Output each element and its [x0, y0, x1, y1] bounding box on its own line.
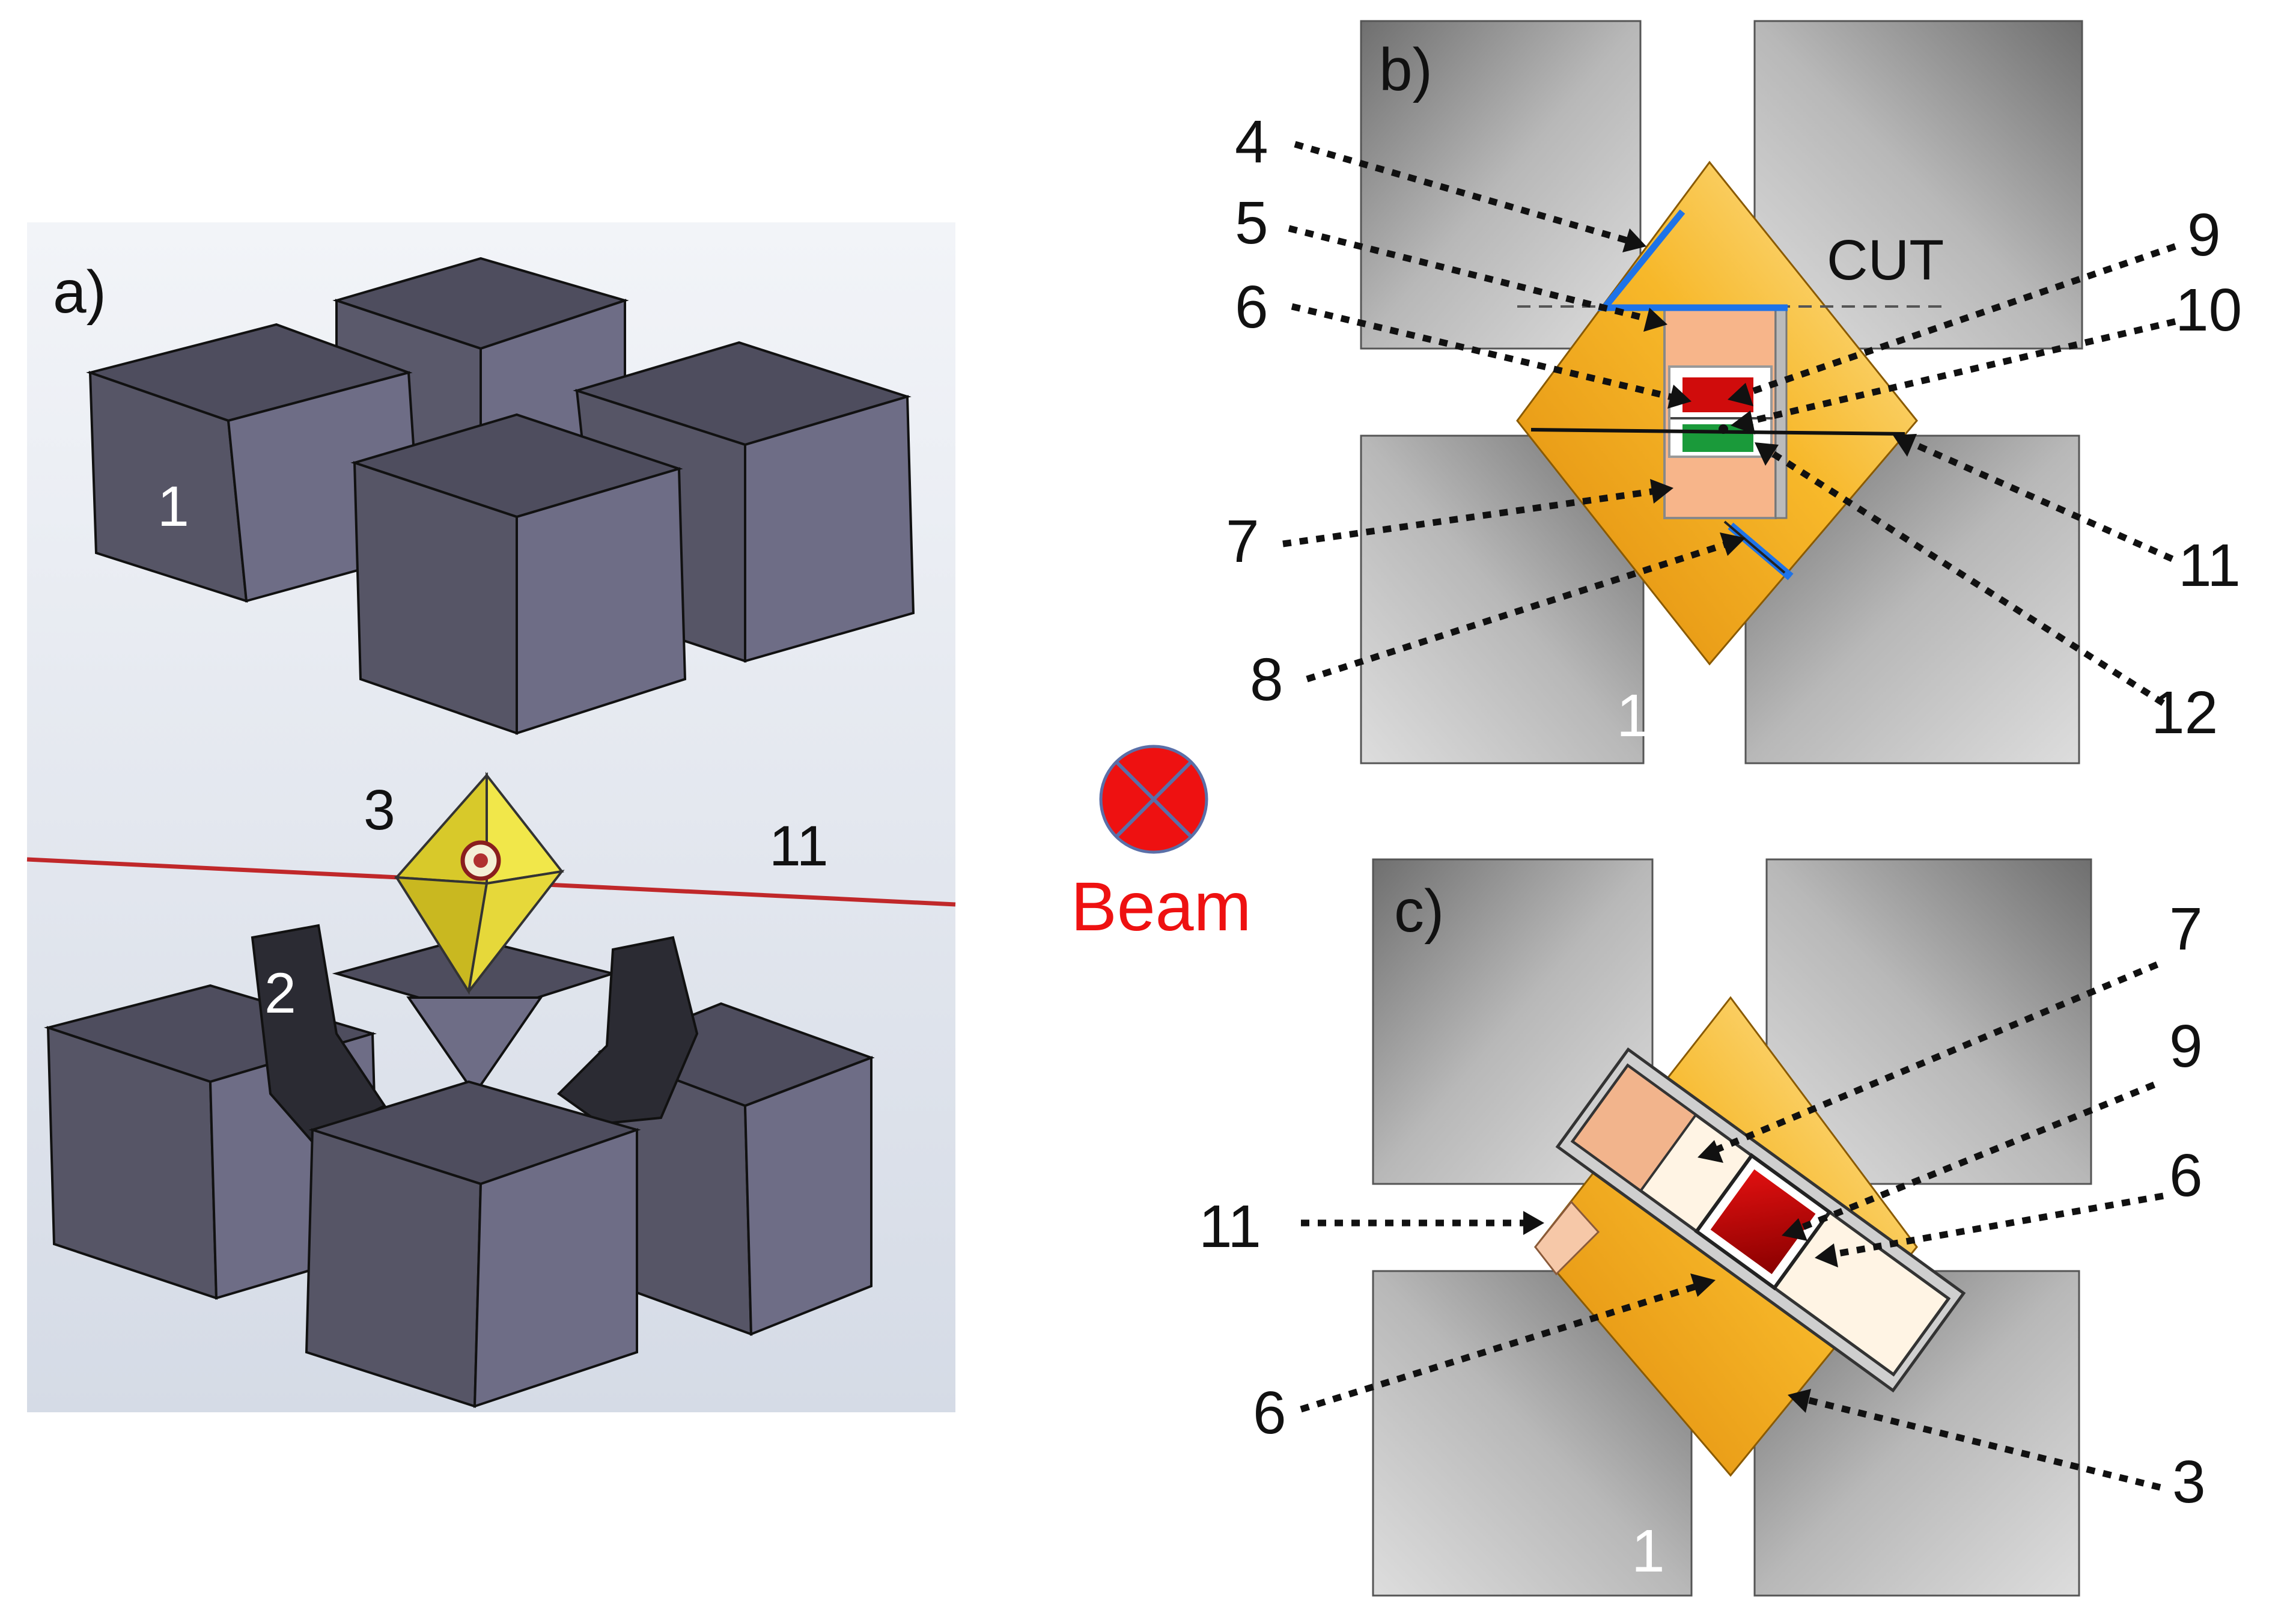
arrowhead — [1728, 383, 1753, 406]
panel-c: c) 1 11 6 7 9 6 3 — [1199, 858, 2206, 1597]
callout-arrows — [1282, 141, 2176, 706]
anvil-cube — [305, 1080, 641, 1408]
beam-indicator: Beam — [1071, 745, 1251, 945]
arrowhead — [1690, 1273, 1716, 1297]
callout-7: 7 — [1226, 508, 1259, 575]
arrowhead — [1782, 1218, 1807, 1241]
capsule-end — [1571, 1064, 1698, 1193]
cut-label: CUT — [1827, 228, 1944, 292]
callout-6: 6 — [1235, 273, 1268, 341]
callout-3: 3 — [2172, 1448, 2206, 1516]
callout-6-left: 6 — [1253, 1379, 1287, 1447]
gasket — [251, 924, 699, 1144]
callout-arrow — [1282, 486, 1665, 547]
callout-arrow — [1306, 537, 1738, 683]
anvil-label: 1 — [157, 475, 189, 538]
lower-anvil-cubes — [43, 924, 875, 1408]
panel-c-tag: c) — [1394, 877, 1444, 945]
arrowhead — [1650, 479, 1673, 504]
thermocouple-junction — [1719, 424, 1728, 434]
callout-8: 8 — [1250, 646, 1284, 713]
callout-6-right: 6 — [2169, 1142, 2203, 1209]
callout-9: 9 — [2169, 1013, 2203, 1080]
anvil-label: 1 — [1631, 1517, 1665, 1585]
beam-label: Beam — [1071, 868, 1251, 945]
callout-arrow — [1823, 1192, 2164, 1260]
wire-bundle — [1534, 1200, 1600, 1276]
panel-b-tag: b) — [1379, 36, 1433, 103]
anvil-label: 1 — [1616, 682, 1650, 749]
callout-11: 11 — [2178, 532, 2241, 599]
panel-a-tag: a) — [53, 258, 106, 326]
callout-11: 11 — [1199, 1193, 1261, 1260]
callout-9: 9 — [2187, 201, 2221, 269]
callout-arrow — [1300, 1279, 1708, 1413]
anvil-cube — [350, 413, 687, 735]
callout-5: 5 — [1235, 189, 1268, 257]
anvil-face — [1360, 20, 1642, 350]
octahedron — [394, 772, 565, 995]
octahedron-label: 3 — [364, 778, 395, 842]
callout-12: 12 — [2151, 679, 2218, 746]
arrowhead — [1755, 442, 1779, 466]
thermocouple-wire — [1530, 428, 1905, 436]
upper-anvil-cubes — [86, 257, 915, 735]
callout-arrow — [1738, 318, 2176, 427]
panel-a: a) 1 2 3 11 — [26, 222, 956, 1412]
arrowhead — [1523, 1211, 1544, 1235]
arrowhead — [1698, 1140, 1723, 1163]
panel-b: b) CUT 1 4 5 6 7 8 9 10 11 12 — [1226, 20, 2242, 764]
wire-label: 11 — [769, 814, 829, 878]
callout-arrow — [1795, 1394, 2161, 1491]
callout-arrow — [1288, 225, 1660, 325]
gasket-label: 2 — [264, 962, 296, 1025]
callout-4: 4 — [1235, 108, 1268, 175]
arrowhead — [1622, 228, 1646, 252]
arrowhead — [1720, 532, 1746, 556]
callout-arrow — [1762, 445, 2165, 706]
callout-arrow — [1705, 961, 2159, 1157]
arrowhead — [1788, 1389, 1811, 1413]
callout-7: 7 — [2169, 895, 2203, 963]
tilted-capsule — [1555, 1047, 1966, 1393]
arrowhead — [1815, 1243, 1838, 1267]
sample — [1710, 1169, 1816, 1275]
lower-heater-edge — [1723, 520, 1786, 574]
callout-arrow — [1789, 1081, 2156, 1236]
arrowhead — [1667, 385, 1692, 409]
callout-arrows — [1300, 961, 2164, 1491]
callout-10: 10 — [2175, 276, 2242, 344]
into-page-cross-icon — [1099, 745, 1208, 854]
arrowhead — [1643, 308, 1667, 332]
arrowhead — [1893, 434, 1917, 457]
arrowhead — [1731, 410, 1755, 434]
